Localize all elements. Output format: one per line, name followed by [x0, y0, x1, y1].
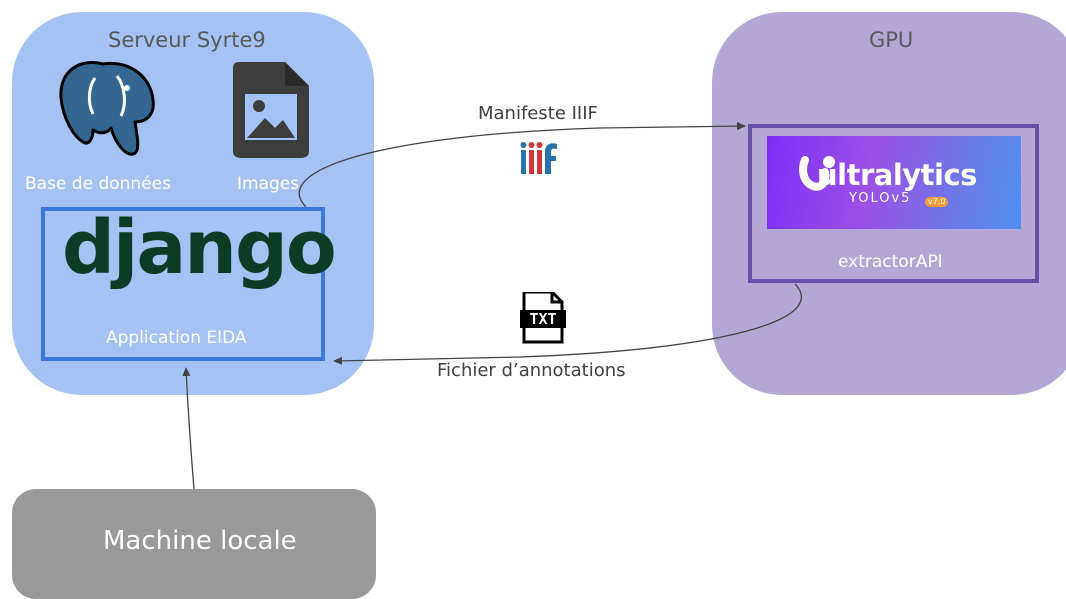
- extractor-api-label: extractorAPI: [838, 252, 943, 272]
- version-badge: v7.0: [925, 197, 949, 207]
- yolo-version: YOLOv5: [849, 191, 912, 206]
- txt-file-icon: TXT: [520, 292, 566, 344]
- database-label: Base de données: [25, 174, 171, 194]
- django-logo: django: [62, 205, 337, 291]
- local-machine-label: Machine locale: [103, 526, 297, 556]
- extractor-api-box: [748, 124, 1039, 283]
- ultralytics-logo: ultralytics YOLOv5 v7.0: [767, 136, 1021, 229]
- txt-icon-text: TXT: [529, 310, 557, 328]
- gpu-title: GPU: [869, 28, 914, 52]
- manifest-label: Manifeste IIIF: [478, 103, 598, 124]
- server-title: Serveur Syrte9: [108, 28, 266, 52]
- annotations-label: Fichier d’annotations: [437, 360, 626, 381]
- images-label: Images: [237, 174, 300, 194]
- ultralytics-wordmark: ultralytics: [817, 158, 977, 192]
- ultralytics-mark-icon: [799, 156, 835, 191]
- django-app-box: [41, 207, 325, 361]
- app-label: Application EIDA: [106, 328, 247, 348]
- local-machine-node: [12, 489, 376, 599]
